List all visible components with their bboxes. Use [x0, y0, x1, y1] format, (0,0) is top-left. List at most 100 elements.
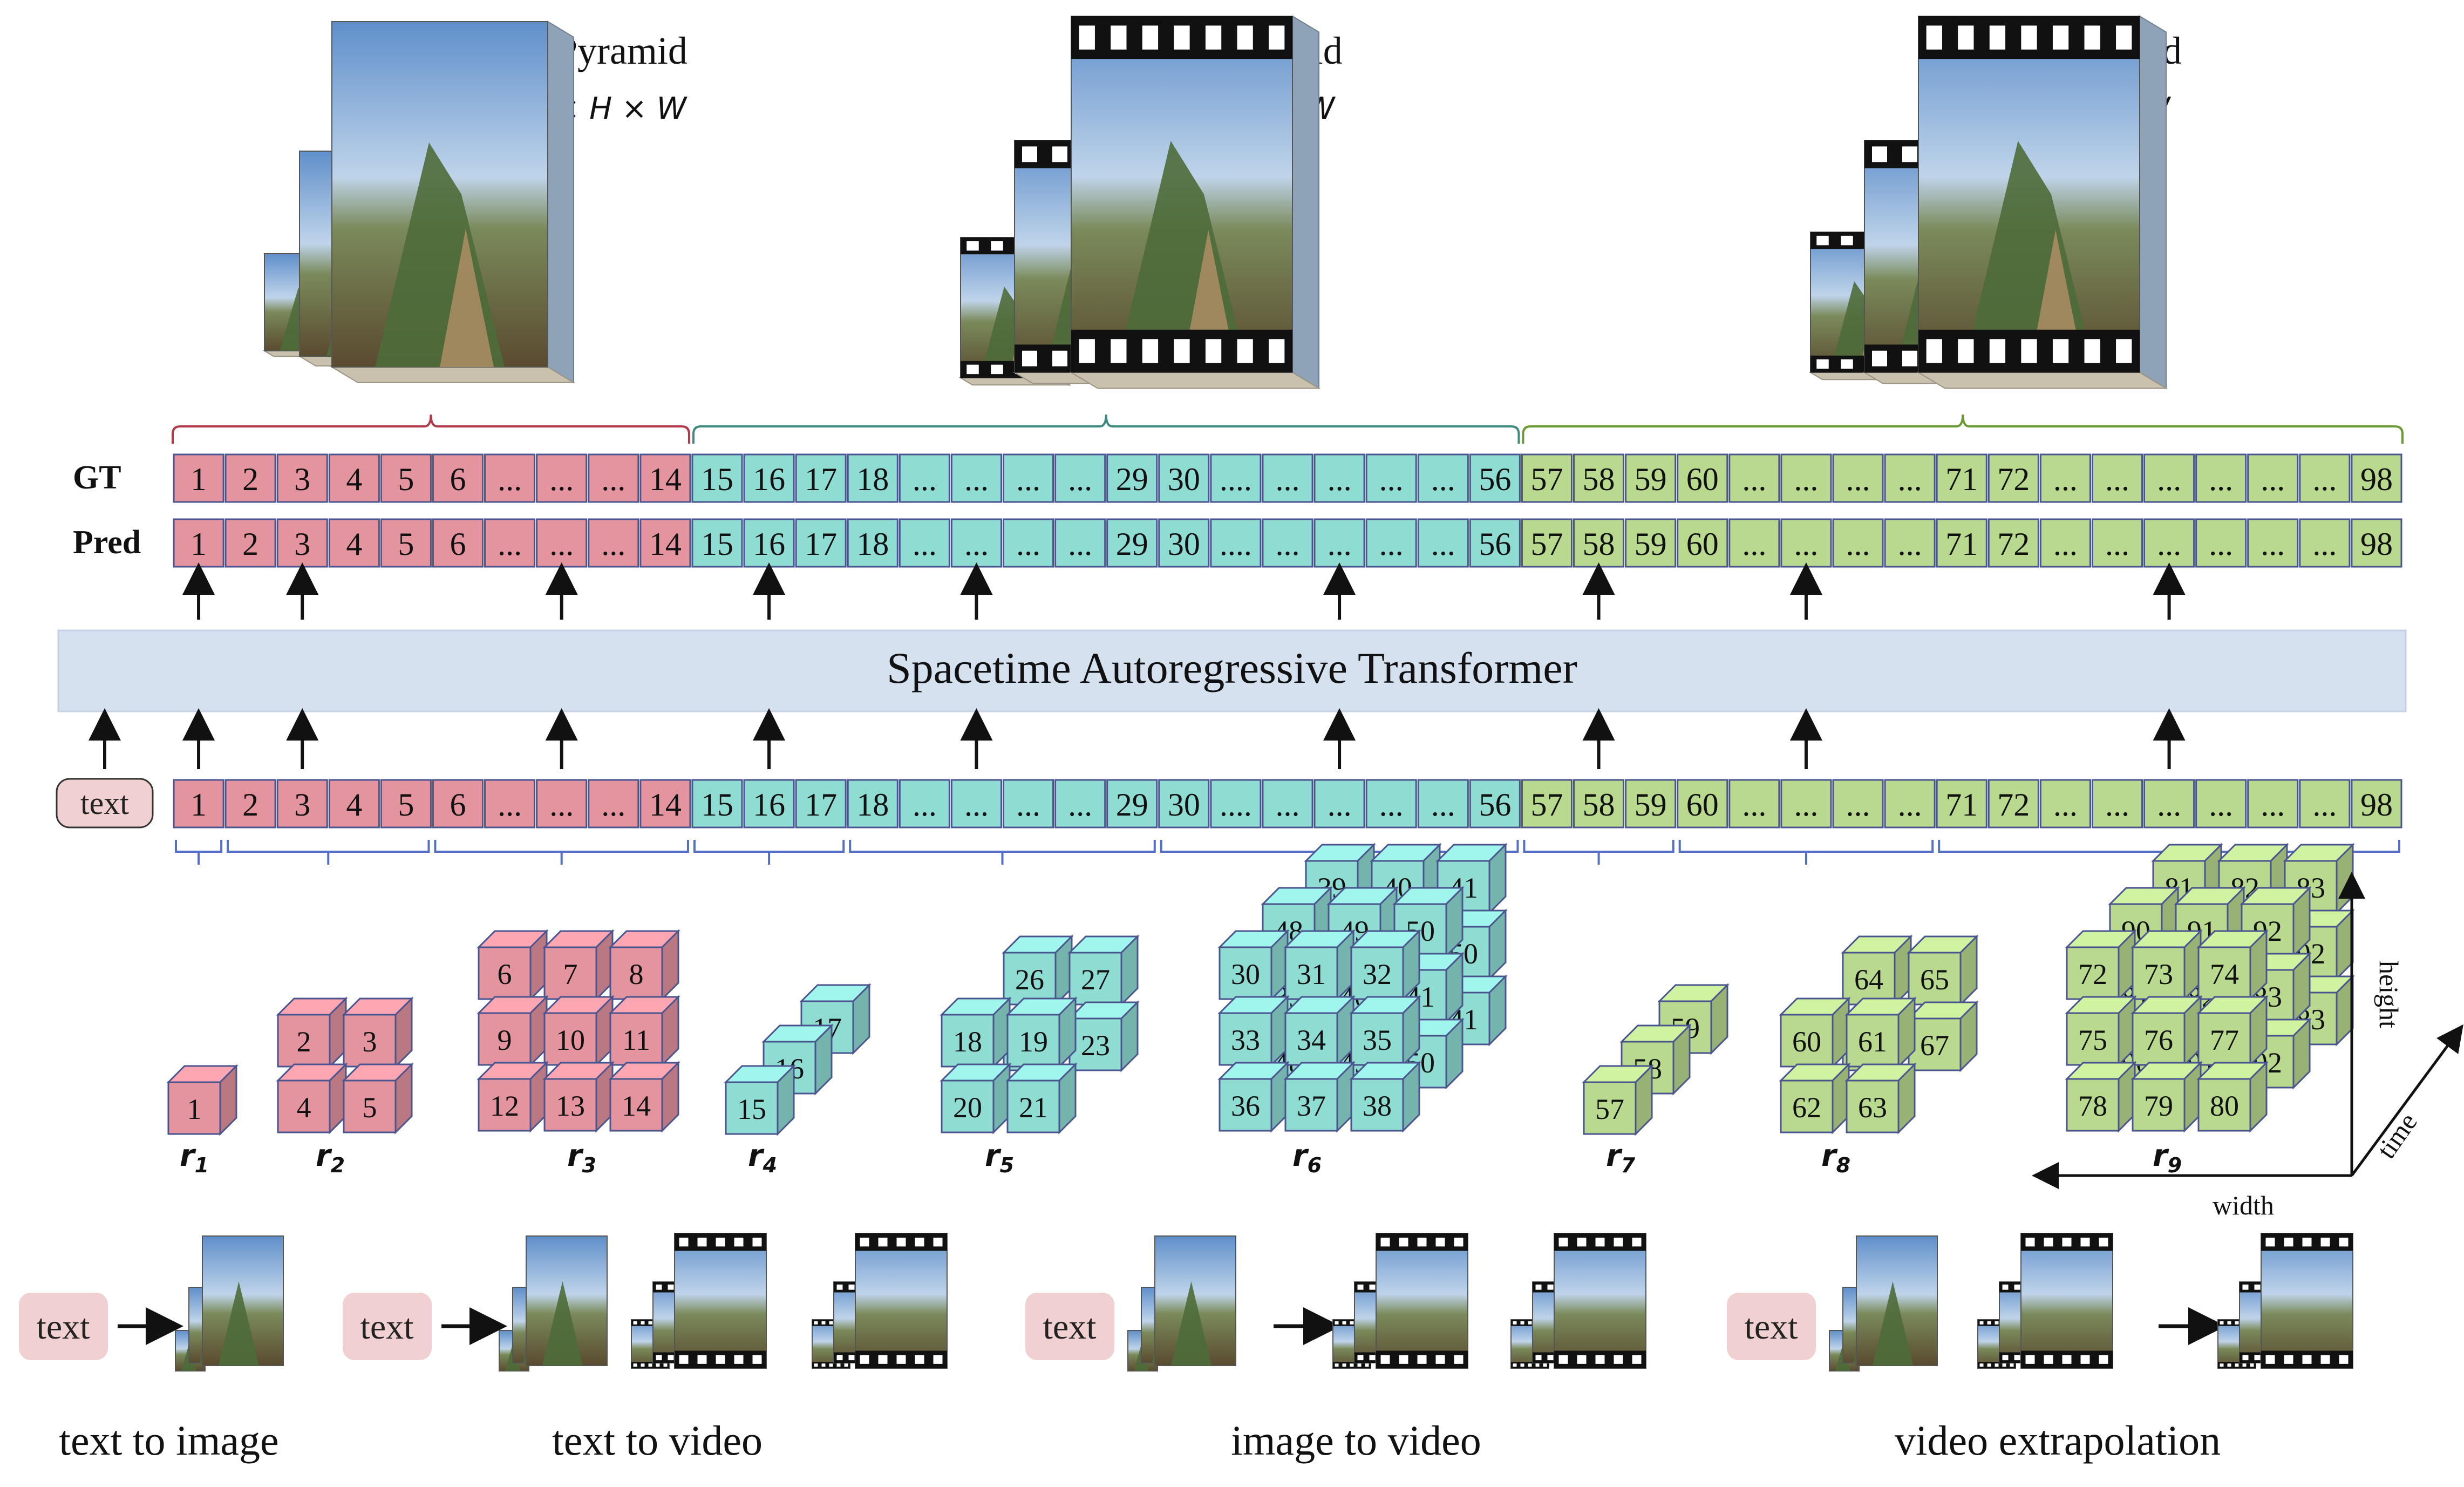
input-token: 4	[328, 779, 380, 829]
token-cube-label: 18	[953, 1026, 982, 1058]
pred-token-label: ...	[1742, 526, 1766, 562]
token-cube-label: 11	[622, 1024, 650, 1056]
task-chip-label: text	[1745, 1307, 1798, 1347]
input-token: ...	[484, 779, 536, 829]
input-token: ...	[1780, 779, 1832, 829]
token-cube-label: 7	[563, 958, 578, 990]
input-token: 18	[847, 779, 899, 829]
token-cube: 9	[477, 995, 549, 1067]
input-token: ...	[588, 779, 639, 829]
pred-token: 4	[328, 518, 380, 568]
pred-token: ...	[2195, 518, 2247, 568]
pred-token: 1	[173, 518, 224, 568]
token-cube: 76	[2131, 995, 2203, 1067]
token-cube-label: 3	[363, 1026, 377, 1058]
gt-token: ...	[899, 453, 950, 503]
gt-token: ...	[2299, 453, 2351, 503]
pred-token: ...	[1365, 518, 1417, 568]
pred-token-label: 3	[294, 526, 310, 562]
task-chip-label: text	[1043, 1307, 1097, 1347]
gt-token-label: 98	[2360, 461, 2393, 497]
gt-token: ...	[1002, 453, 1054, 503]
gt-token: 6	[432, 453, 484, 503]
pred-token: 58	[1573, 518, 1625, 568]
gt-token-label: ....	[1220, 461, 1252, 497]
task-image-pyramid	[1829, 1235, 1938, 1371]
text-token	[56, 778, 154, 829]
token-cube-label: 4	[297, 1091, 311, 1124]
token-cube: 92	[2240, 886, 2312, 958]
axis-time-label: time	[2371, 1107, 2423, 1164]
gt-token: 60	[1677, 453, 1728, 503]
pred-token-label: 29	[1116, 526, 1148, 562]
pred-token-label: ...	[1328, 526, 1352, 562]
input-token-label: 1	[190, 787, 207, 823]
pred-token: 29	[1106, 518, 1158, 568]
input-token-label: ...	[1016, 787, 1040, 823]
token-cube-label: 19	[1019, 1026, 1048, 1058]
pred-token-label: 57	[1530, 526, 1563, 562]
gt-token: 16	[743, 453, 795, 503]
pred-token-label: 15	[701, 526, 733, 562]
pred-token: ....	[1210, 518, 1262, 568]
gt-token: ...	[950, 453, 1002, 503]
input-token-label: 14	[649, 787, 682, 823]
pred-token-label: 2	[242, 526, 258, 562]
pred-token-label: ...	[549, 526, 574, 562]
task-text-chip: text	[1025, 1293, 1114, 1360]
pred-token-label: ...	[1379, 526, 1404, 562]
scale-label: r2	[316, 1138, 345, 1177]
input-token-label: ...	[498, 787, 522, 823]
pred-token: ...	[950, 518, 1002, 568]
gt-token-label: 58	[1583, 461, 1615, 497]
gt-token: ...	[1832, 453, 1884, 503]
output-arrows	[182, 562, 2186, 620]
gt-token-label: 17	[805, 461, 837, 497]
input-token-label: 17	[805, 787, 837, 823]
token-cube: 65	[1907, 934, 1979, 1007]
token-cube: 38	[1349, 1061, 1421, 1133]
gt-token: ...	[484, 453, 536, 503]
pred-token-label: 17	[805, 526, 837, 562]
axis-height-label: height	[2374, 961, 2404, 1028]
token-cube-label: 21	[1019, 1091, 1048, 1124]
token-cube: 26	[1002, 934, 1074, 1007]
token-cube-label: 27	[1081, 963, 1110, 996]
scale-label: r7	[1606, 1138, 1636, 1177]
pred-token-label: ...	[2261, 526, 2285, 562]
input-token-label: ...	[2261, 787, 2285, 823]
token-cube: 15	[724, 1064, 796, 1136]
token-cube-label: 57	[1595, 1093, 1624, 1125]
pred-token-label: ...	[601, 526, 625, 562]
pred-token: 57	[1521, 518, 1573, 568]
token-cube-label: 23	[1081, 1029, 1110, 1062]
token-cube-label: 64	[1854, 963, 1883, 996]
pred-token: 56	[1469, 518, 1521, 568]
pred-token-label: 58	[1583, 526, 1615, 562]
gt-token-label: 6	[450, 461, 466, 497]
scale-brace	[1523, 840, 1675, 865]
pred-token: ...	[1262, 518, 1313, 568]
task-text-chip: text	[19, 1293, 108, 1360]
pred-token: ...	[2143, 518, 2195, 568]
gt-token: 56	[1469, 453, 1521, 503]
pred-token-label: 14	[649, 526, 682, 562]
input-token-label: ...	[549, 787, 574, 823]
pred-row-label: Pred	[73, 524, 141, 561]
input-token: ...	[2195, 779, 2247, 829]
token-cube: 11	[608, 995, 680, 1067]
input-token-label: ...	[1276, 787, 1300, 823]
token-cube-label: 38	[1363, 1090, 1392, 1122]
pred-token-label: ...	[2105, 526, 2129, 562]
token-cube: 14	[608, 1061, 680, 1133]
pred-token-label: ...	[2312, 526, 2337, 562]
token-cubes: 1234567891011121314171615262722231819202…	[166, 843, 2355, 1136]
gt-token: ...	[2143, 453, 2195, 503]
input-token: ...	[1313, 779, 1365, 829]
input-token: ....	[1210, 779, 1262, 829]
transformer-label: Spacetime Autoregressive Transformer	[887, 643, 1577, 692]
pred-token-label: ...	[1276, 526, 1300, 562]
gt-token: 57	[1521, 453, 1573, 503]
token-cube: 75	[2065, 995, 2137, 1067]
